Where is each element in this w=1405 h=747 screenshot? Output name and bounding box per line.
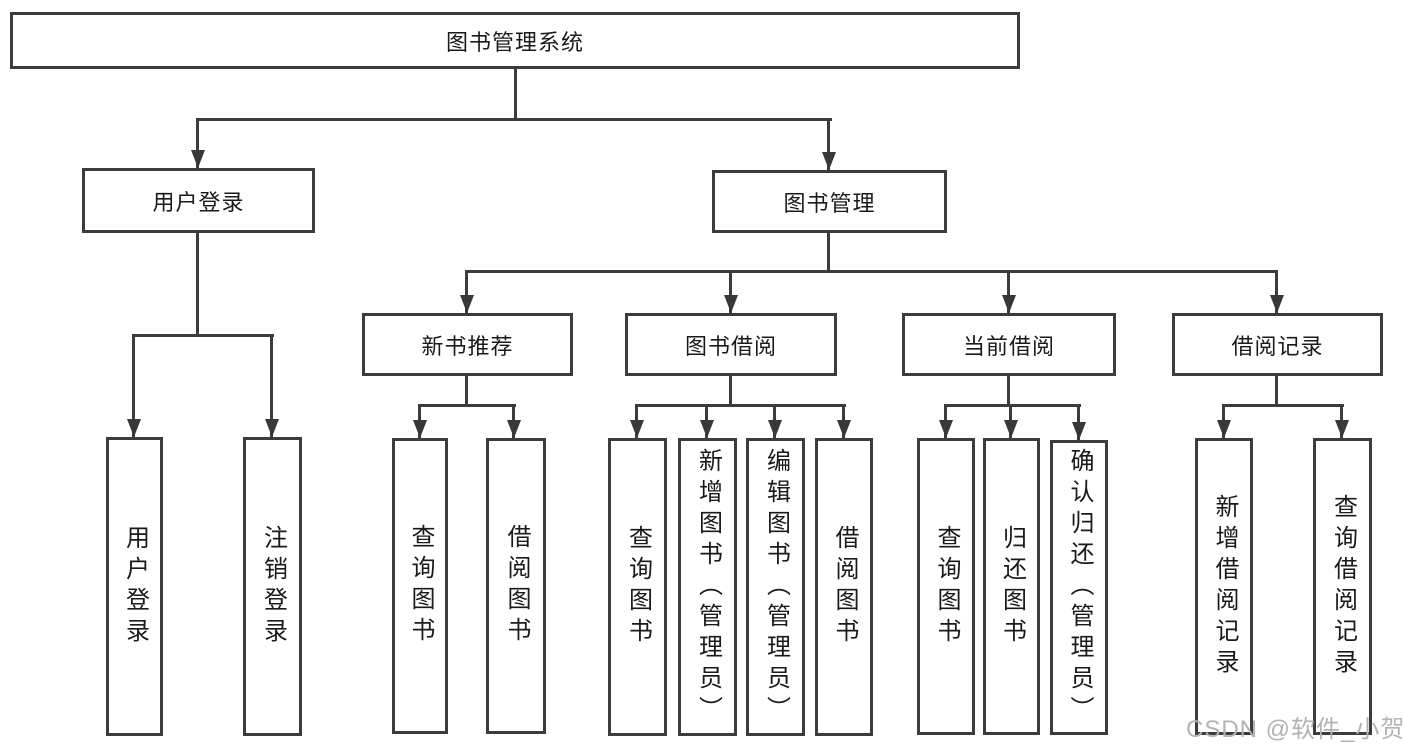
node-book-borrowing: 图书借阅 bbox=[625, 313, 837, 376]
connector-line bbox=[729, 376, 732, 406]
leaf-edit-books-admin: 编辑图书（管理员） bbox=[746, 438, 805, 736]
node-label: 新书推荐 bbox=[421, 333, 514, 359]
arrow-down-icon bbox=[265, 419, 279, 437]
node-label: 用户登录 bbox=[152, 189, 245, 215]
connector-line bbox=[196, 118, 199, 168]
leaf-label: 借阅图书 bbox=[831, 525, 858, 649]
leaf-label: 查询借阅记录 bbox=[1329, 493, 1357, 680]
arrow-down-icon bbox=[630, 420, 644, 438]
leaf-label: 查询图书 bbox=[933, 524, 960, 649]
arrow-down-icon bbox=[1335, 420, 1349, 438]
arrow-down-icon bbox=[460, 295, 474, 313]
leaf-label: 新增借阅记录 bbox=[1211, 493, 1238, 680]
leaf-user-login: 用户登录 bbox=[106, 437, 163, 736]
arrow-down-icon bbox=[768, 420, 782, 438]
leaf-label: 用户登录 bbox=[121, 524, 149, 649]
connector-line bbox=[196, 233, 199, 337]
arrow-down-icon bbox=[700, 420, 714, 438]
node-library-management-system: 图书管理系统 bbox=[10, 12, 1020, 69]
arrow-down-icon bbox=[1004, 420, 1018, 438]
arrow-down-icon bbox=[1002, 295, 1016, 313]
leaf-return-books: 归还图书 bbox=[983, 438, 1040, 735]
arrow-down-icon bbox=[1270, 295, 1284, 313]
connector-line bbox=[465, 270, 468, 313]
node-label: 图书管理 bbox=[783, 190, 876, 216]
node-user-login: 用户登录 bbox=[82, 168, 315, 233]
connector-line bbox=[465, 376, 468, 407]
leaf-label: 新增图书（管理员） bbox=[694, 447, 722, 727]
connector-line bbox=[1275, 270, 1278, 313]
connector-line bbox=[1007, 270, 1010, 313]
node-label: 图书管理系统 bbox=[445, 29, 584, 55]
leaf-logout-login: 注销登录 bbox=[243, 437, 302, 736]
connector-line bbox=[132, 334, 135, 437]
leaf-query-books-borrow: 查询图书 bbox=[608, 438, 667, 736]
connector-line bbox=[635, 404, 846, 407]
connector-line bbox=[827, 233, 830, 272]
arrow-down-icon bbox=[939, 420, 953, 438]
leaf-label: 借阅图书 bbox=[503, 524, 530, 648]
connector-line bbox=[132, 334, 274, 337]
leaf-label: 确认归还（管理员） bbox=[1066, 448, 1093, 727]
node-borrowing-records: 借阅记录 bbox=[1172, 313, 1383, 376]
leaf-query-books-current: 查询图书 bbox=[917, 438, 975, 735]
arrow-down-icon bbox=[822, 152, 836, 170]
connector-line bbox=[1222, 404, 1344, 407]
connector-line bbox=[729, 270, 732, 313]
node-new-book-recommendation: 新书推荐 bbox=[362, 313, 573, 376]
leaf-query-borrow-record: 查询借阅记录 bbox=[1313, 438, 1372, 735]
connector-line bbox=[827, 118, 830, 170]
arrow-down-icon bbox=[1217, 420, 1231, 438]
arrow-down-icon bbox=[127, 419, 141, 437]
connector-line bbox=[1275, 376, 1278, 406]
leaf-label: 查询图书 bbox=[624, 525, 652, 649]
leaf-add-books-admin: 新增图书（管理员） bbox=[678, 438, 737, 736]
leaf-add-borrow-record: 新增借阅记录 bbox=[1195, 438, 1253, 735]
leaf-label: 编辑图书（管理员） bbox=[762, 447, 790, 727]
arrow-down-icon bbox=[413, 420, 427, 438]
arrow-down-icon bbox=[191, 150, 205, 168]
connector-line bbox=[944, 404, 1081, 407]
leaf-label: 注销登录 bbox=[259, 524, 287, 649]
node-label: 借阅记录 bbox=[1231, 333, 1324, 359]
connector-line bbox=[514, 69, 517, 119]
node-book-management: 图书管理 bbox=[712, 170, 947, 233]
node-current-borrowing: 当前借阅 bbox=[902, 313, 1116, 376]
connector-line bbox=[270, 334, 273, 437]
connector-line bbox=[465, 270, 1278, 273]
connector-line bbox=[1007, 376, 1010, 406]
node-label: 当前借阅 bbox=[962, 333, 1055, 359]
watermark: CSDN @软件_小贺同学 bbox=[1186, 716, 1405, 743]
leaf-confirm-return-admin: 确认归还（管理员） bbox=[1050, 440, 1108, 735]
connector-line bbox=[418, 404, 516, 407]
leaf-query-books-recommend: 查询图书 bbox=[392, 438, 448, 734]
arrow-down-icon bbox=[1072, 422, 1086, 440]
arrow-down-icon bbox=[837, 420, 851, 438]
node-label: 图书借阅 bbox=[684, 333, 777, 359]
leaf-borrow-books-recommend: 借阅图书 bbox=[486, 438, 546, 734]
connector-line bbox=[196, 118, 832, 121]
arrow-down-icon bbox=[507, 420, 521, 438]
leaf-label: 归还图书 bbox=[998, 524, 1026, 649]
arrow-down-icon bbox=[724, 295, 738, 313]
leaf-label: 查询图书 bbox=[407, 524, 434, 648]
leaf-borrow-books: 借阅图书 bbox=[815, 438, 873, 736]
